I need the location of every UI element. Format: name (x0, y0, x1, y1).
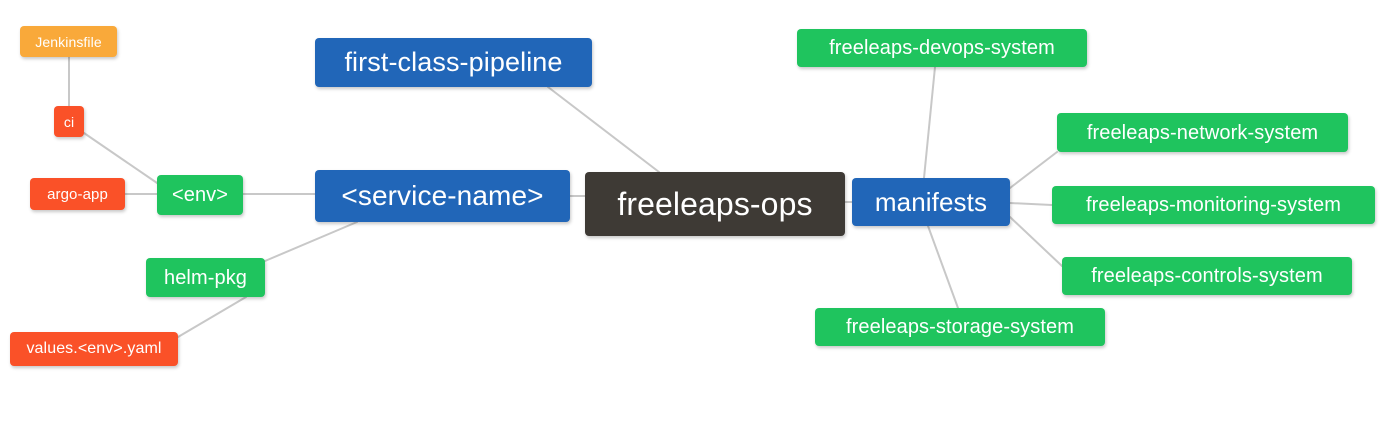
node-first-class-pipeline[interactable]: first-class-pipeline (315, 38, 592, 87)
edge-values-env-yaml-to-helm-pkg (177, 296, 247, 338)
node-values-env-yaml[interactable]: values.<env>.yaml (10, 332, 178, 366)
node-label-ci: ci (63, 113, 75, 130)
node-label-first-class-pipeline: first-class-pipeline (344, 47, 563, 77)
edge-freeleaps-monitoring-system-to-manifests (1009, 202, 1053, 206)
node-argo-app[interactable]: argo-app (30, 178, 125, 210)
node-freeleaps-controls-system[interactable]: freeleaps-controls-system (1062, 257, 1352, 295)
edge-freeleaps-network-system-to-manifests (1009, 151, 1058, 189)
node-freeleaps-devops-system[interactable]: freeleaps-devops-system (797, 29, 1087, 67)
edge-freeleaps-controls-system-to-manifests (1009, 216, 1063, 267)
node-label-freeleaps-network-system: freeleaps-network-system (1086, 121, 1319, 144)
node-freeleaps-storage-system[interactable]: freeleaps-storage-system (815, 308, 1105, 346)
node-freeleaps-ops[interactable]: freeleaps-ops (585, 172, 845, 236)
edge-helm-pkg-to-service-name (264, 221, 358, 262)
node-label-service-name: <service-name> (341, 180, 544, 211)
node-ci[interactable]: ci (54, 106, 84, 137)
node-label-freeleaps-ops: freeleaps-ops (617, 186, 813, 222)
node-label-env: <env> (171, 184, 229, 206)
edge-freeleaps-devops-system-to-manifests (923, 66, 936, 179)
node-service-name[interactable]: <service-name> (315, 170, 570, 222)
node-jenkinsfile[interactable]: Jenkinsfile (20, 26, 117, 57)
node-label-manifests: manifests (874, 187, 988, 217)
node-label-freeleaps-storage-system: freeleaps-storage-system (845, 316, 1075, 338)
node-env[interactable]: <env> (157, 175, 243, 215)
edge-first-class-pipeline-to-freeleaps-ops (547, 86, 660, 173)
node-label-helm-pkg: helm-pkg (163, 266, 248, 289)
node-label-values-env-yaml: values.<env>.yaml (26, 340, 162, 357)
node-label-jenkinsfile: Jenkinsfile (35, 33, 102, 50)
node-label-freeleaps-devops-system: freeleaps-devops-system (829, 37, 1055, 59)
node-label-argo-app: argo-app (47, 185, 108, 203)
node-label-freeleaps-monitoring-system: freeleaps-monitoring-system (1085, 194, 1341, 216)
node-freeleaps-network-system[interactable]: freeleaps-network-system (1057, 113, 1348, 152)
node-freeleaps-monitoring-system[interactable]: freeleaps-monitoring-system (1052, 186, 1375, 224)
edge-freeleaps-storage-system-to-manifests (927, 225, 959, 309)
node-manifests[interactable]: manifests (852, 178, 1010, 226)
node-helm-pkg[interactable]: helm-pkg (146, 258, 265, 297)
node-label-freeleaps-controls-system: freeleaps-controls-system (1091, 265, 1323, 287)
